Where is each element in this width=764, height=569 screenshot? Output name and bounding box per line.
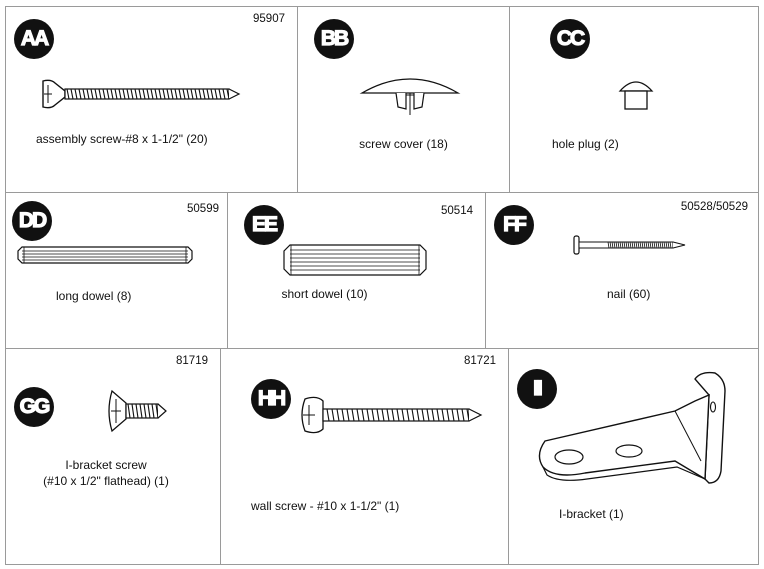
part-label: wall screw - #10 x 1-1/2" (1) [251, 499, 400, 513]
part-cell-bb: BB screw cover (18) [297, 6, 510, 193]
part-number: 50514 [441, 205, 473, 217]
screw-cover-icon [359, 78, 461, 115]
part-label: long dowel (8) [56, 289, 132, 303]
part-cell-ee: EE 50514 short dowel (10) [227, 192, 486, 349]
part-label: I-bracket (1) [559, 507, 624, 521]
assembly-screw-icon [42, 79, 241, 109]
part-number: 50599 [187, 203, 219, 215]
short-dowel-icon [283, 244, 427, 276]
part-id-badge-ii: II [517, 369, 557, 409]
part-cell-dd: DD 50599 long dowel (8) [5, 192, 228, 349]
part-id-badge-bb: BB [314, 19, 354, 59]
flathead-screw-icon [108, 389, 167, 433]
part-id-badge-ee: EE [244, 205, 284, 245]
part-cell-hh: HH 81721 wall screw - #10 x 1-1/2" (1) [220, 348, 509, 565]
part-cell-aa: AA 95907 assembly screw-#8 x 1-1/2" (20) [5, 6, 298, 193]
part-number: 81721 [464, 355, 496, 367]
part-number: 81719 [176, 355, 208, 367]
part-label: nail (60) [607, 287, 651, 301]
part-id-badge-dd: DD [12, 201, 52, 241]
part-number: 95907 [253, 13, 285, 25]
part-id-badge-aa: AA [14, 19, 54, 59]
part-label: assembly screw-#8 x 1-1/2" (20) [36, 132, 208, 146]
part-number: 50528/50529 [680, 201, 748, 213]
part-id-badge-gg: GG [14, 387, 54, 427]
wall-screw-icon [301, 396, 483, 434]
hole-plug-icon [618, 81, 654, 110]
part-label: short dowel (10) [281, 287, 368, 301]
long-dowel-icon [17, 246, 193, 264]
part-id-badge-cc: CC [550, 19, 590, 59]
part-label: I-bracket screw [65, 458, 147, 472]
nail-icon [573, 235, 686, 255]
part-cell-ii: II I-bracket (1) [508, 348, 759, 565]
part-id-badge-hh: HH [251, 379, 291, 419]
part-cell-gg: GG 81719 I-bracket screw (#10 x 1/2" fla… [5, 348, 221, 565]
part-cell-ff: FF 50528/50529 nail (60) [485, 192, 759, 349]
part-label: hole plug (2) [552, 137, 619, 151]
part-label: screw cover (18) [359, 137, 448, 151]
part-cell-cc: CC hole plug (2) [509, 6, 759, 193]
l-bracket-icon [538, 371, 726, 484]
part-id-badge-ff: FF [494, 205, 534, 245]
part-label-detail: (#10 x 1/2" flathead) (1) [43, 474, 169, 488]
